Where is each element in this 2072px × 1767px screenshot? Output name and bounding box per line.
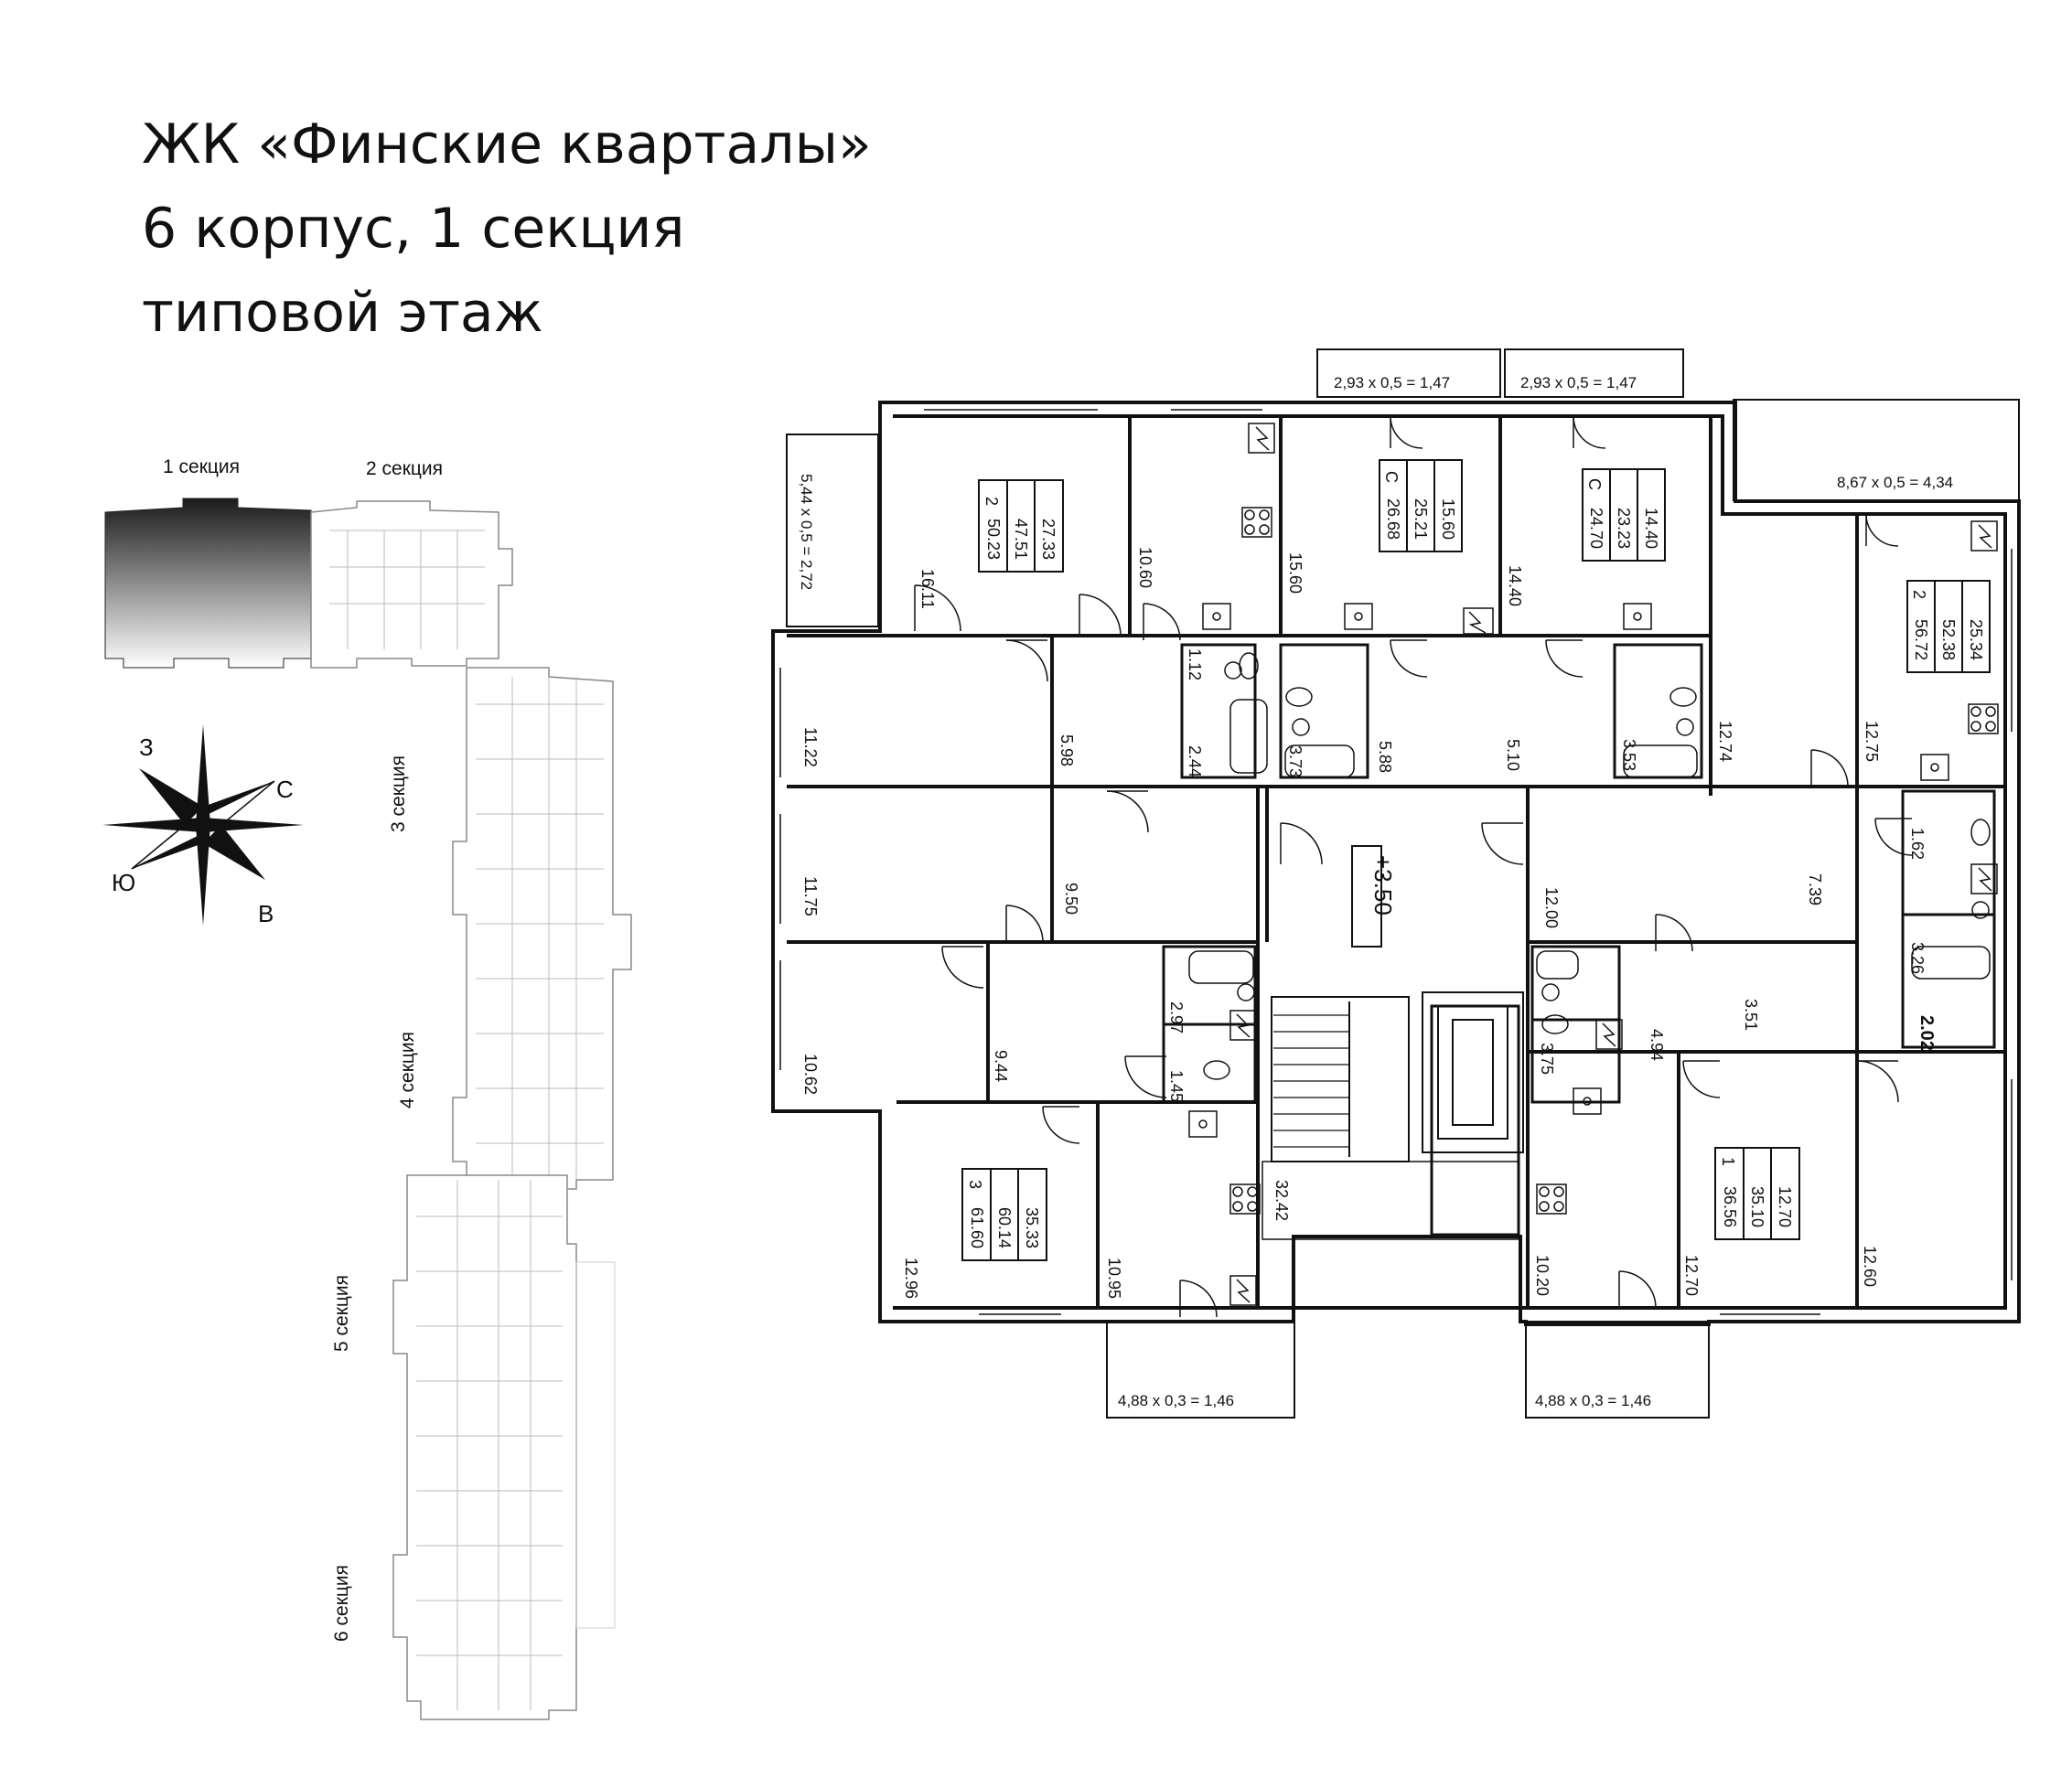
room-area: 3.73 <box>1286 745 1304 777</box>
room-area: 1.12 <box>1186 648 1204 680</box>
room-area: 3.53 <box>1620 739 1638 771</box>
apt-area: 52.38 <box>1939 619 1958 660</box>
apt-living: 35.33 <box>1023 1207 1041 1248</box>
room-area: 2.44 <box>1186 745 1204 777</box>
keyplan-label-section-1[interactable]: 1 секция <box>163 456 240 477</box>
plan-labels: +3.50 2,93 x 0,5 = 1,47 2,93 x 0,5 = 1,4… <box>798 374 1985 1409</box>
compass-n: С <box>276 776 294 803</box>
room-area: 14.40 <box>1506 565 1524 606</box>
balcony-label: 4,88 x 0,3 = 1,46 <box>1535 1392 1651 1409</box>
keyplan-section-2[interactable] <box>310 500 513 669</box>
apt-rooms: 3 <box>966 1180 984 1189</box>
keyplan-section-5-6[interactable] <box>392 1174 577 1720</box>
apt-living: 15.60 <box>1439 498 1457 540</box>
keyplan-section-1[interactable] <box>104 498 312 669</box>
room-area: 9.44 <box>992 1050 1010 1082</box>
apt-rooms: С <box>1585 478 1604 490</box>
room-area: 10.60 <box>1136 547 1154 588</box>
balcony-label: 5,44 x 0,5 = 2,72 <box>798 474 815 590</box>
title-line-2: 6 корпус, 1 секция <box>142 197 685 261</box>
room-area: 12.70 <box>1682 1255 1701 1296</box>
apt-area: 23.23 <box>1615 508 1633 549</box>
room-area: 7.39 <box>1806 873 1824 905</box>
floor-plan <box>771 348 2021 1419</box>
room-area: 5.88 <box>1376 741 1394 773</box>
apt-area: 47.51 <box>1012 519 1030 560</box>
room-area: 3.26 <box>1908 942 1927 974</box>
apt-total: 26.68 <box>1384 498 1402 540</box>
title-line-3: типовой этаж <box>142 281 543 345</box>
compass-rose: З С Ю В <box>102 724 304 927</box>
apt-living: 25.34 <box>1967 619 1985 660</box>
room-area: 2.97 <box>1167 1001 1186 1033</box>
room-area: 11.75 <box>801 876 820 916</box>
keyplan-section-3-4[interactable] <box>452 667 632 1190</box>
room-area: 1.62 <box>1908 828 1927 860</box>
balcony-label: 8,67 x 0,5 = 4,34 <box>1837 474 1953 491</box>
room-area: 12.74 <box>1716 721 1734 762</box>
room-area: 11.22 <box>801 727 820 767</box>
apt-area: 25.21 <box>1412 498 1430 540</box>
keyplan-label-section-4[interactable]: 4 секция <box>397 1032 418 1108</box>
room-area: 1.45 <box>1167 1070 1186 1102</box>
apt-rooms: С <box>1382 471 1401 483</box>
apt-total: 56.72 <box>1912 619 1930 660</box>
room-area: 15.60 <box>1286 552 1304 594</box>
apt-living: 14.40 <box>1642 508 1660 549</box>
keyplan-label-section-6[interactable]: 6 секция <box>331 1565 352 1642</box>
room-area: 16.11 <box>918 569 937 609</box>
keyplan-label-section-2[interactable]: 2 секция <box>366 458 443 479</box>
apt-living: 12.70 <box>1776 1186 1794 1227</box>
compass-w: З <box>139 734 154 761</box>
key-plan: 1 секция 2 секция 3 секция 4 секция 5 се… <box>104 456 632 1720</box>
balcony-label: 4,88 x 0,3 = 1,46 <box>1118 1392 1234 1409</box>
room-area: 10.95 <box>1105 1258 1123 1299</box>
compass-e: В <box>258 900 274 927</box>
room-area: 12.60 <box>1861 1246 1879 1287</box>
floor-level-label: +3.50 <box>1369 855 1397 916</box>
compass-s: Ю <box>112 869 135 896</box>
apt-total: 50.23 <box>984 519 1003 560</box>
apt-rooms: 1 <box>1719 1157 1737 1166</box>
room-area: 10.62 <box>801 1054 820 1095</box>
apt-total: 61.60 <box>968 1207 986 1248</box>
room-area: 12.00 <box>1542 887 1561 928</box>
room-area: 32.42 <box>1272 1180 1291 1221</box>
apt-rooms: 2 <box>982 497 1001 506</box>
room-area: 9.50 <box>1062 883 1080 915</box>
apt-total: 24.70 <box>1587 508 1605 549</box>
room-area: 3.51 <box>1742 999 1760 1031</box>
room-area: 12.75 <box>1863 721 1881 762</box>
room-area: 4.94 <box>1648 1029 1666 1061</box>
room-area: 10.20 <box>1533 1255 1551 1296</box>
apt-living: 27.33 <box>1039 519 1057 560</box>
balcony-label: 2,93 x 0,5 = 1,47 <box>1520 374 1637 391</box>
title-line-1: ЖК «Финские кварталы» <box>142 112 872 177</box>
room-area: 2.02 <box>1916 1015 1937 1051</box>
keyplan-label-section-3[interactable]: 3 секция <box>388 755 409 832</box>
room-area: 3.75 <box>1538 1043 1556 1075</box>
keyplan-label-section-5[interactable]: 5 секция <box>331 1275 352 1352</box>
room-area: 12.96 <box>902 1258 920 1299</box>
apt-area: 35.10 <box>1748 1186 1766 1227</box>
apt-area: 60.14 <box>995 1207 1014 1248</box>
room-area: 5.10 <box>1504 739 1522 771</box>
apt-rooms: 2 <box>1910 590 1928 599</box>
balcony-label: 2,93 x 0,5 = 1,47 <box>1334 374 1450 391</box>
room-area: 5.98 <box>1057 734 1076 766</box>
apt-total: 36.56 <box>1721 1186 1739 1227</box>
